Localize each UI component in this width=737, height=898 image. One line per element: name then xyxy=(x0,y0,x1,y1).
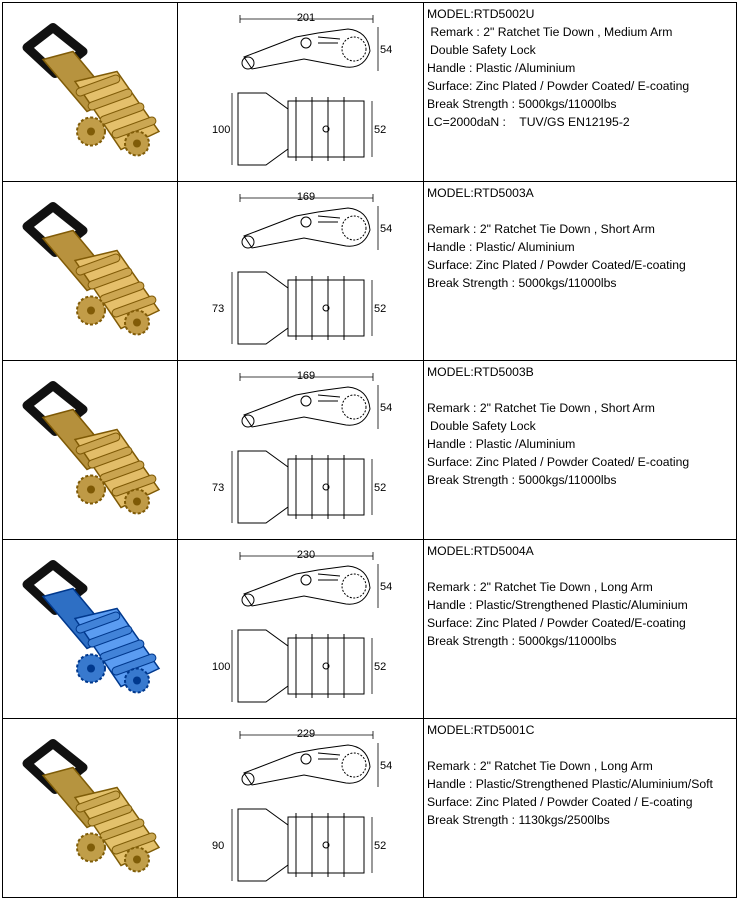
ratchet-buckle-photo-icon xyxy=(22,739,161,873)
length-dimension: 169 xyxy=(297,191,315,203)
product-row: 169 54 73 52 MODEL:RTD5003A Remark : 2" Ratch… xyxy=(2,181,737,361)
width-dimension: 73 xyxy=(212,482,224,494)
spec-line: Surface: Zinc Plated / Powder Coated/ E-… xyxy=(427,79,690,93)
height-dimension: 54 xyxy=(380,223,392,235)
product-spec-cell: MODEL:RTD5004A Remark : 2" Ratchet Tie Do… xyxy=(423,539,737,719)
length-dimension: 229 xyxy=(297,728,315,740)
spec-line: Break Strength : 5000kgs/11000lbs xyxy=(427,276,617,290)
spec-line xyxy=(427,560,734,578)
spec-line: LC=2000daN : TUV/GS EN12195-2 xyxy=(427,115,630,129)
product-spec-cell: MODEL:RTD5003B Remark : 2" Ratchet Tie Do… xyxy=(423,360,737,540)
width-dimension: 90 xyxy=(212,840,224,852)
side-view: 229 54 xyxy=(239,728,392,787)
product-row: 201 54 100 52 MODEL:RTD5002U Remark : 2" Rat… xyxy=(2,2,737,182)
web-dimension: 52 xyxy=(374,661,386,673)
spec-line: Break Strength : 1130kgs/2500lbs xyxy=(427,813,610,827)
spec-line xyxy=(427,202,734,220)
technical-drawing: 169 54 73 52 xyxy=(212,370,392,524)
top-view: 73 52 xyxy=(212,450,386,524)
web-dimension: 52 xyxy=(374,840,386,852)
product-photo-cell xyxy=(2,181,178,361)
ratchet-buckle-photo-icon xyxy=(22,381,161,515)
side-view: 169 54 xyxy=(239,370,392,429)
product-row: 230 54 100 52 MODEL:RTD5004A Remark : 2" Ratc… xyxy=(2,539,737,719)
product-photo-cell xyxy=(2,360,178,540)
product-photo-cell xyxy=(2,539,178,719)
side-view: 201 54 xyxy=(239,12,392,71)
spec-line xyxy=(427,739,734,757)
product-drawing-cell: 201 54 100 52 xyxy=(177,2,424,182)
spec-line: Double Safety Lock xyxy=(430,43,536,57)
technical-drawing: 201 54 100 52 xyxy=(212,12,392,166)
model-number: MODEL:RTD5003B xyxy=(427,365,534,379)
top-view: 100 52 xyxy=(212,92,386,166)
width-dimension: 100 xyxy=(212,124,230,136)
spec-line: Remark : 2" Ratchet Tie Down , Short Arm xyxy=(427,222,655,236)
spec-line: Double Safety Lock xyxy=(430,419,536,433)
product-spec-cell: MODEL:RTD5001C Remark : 2" Ratchet Tie Do… xyxy=(423,718,737,898)
web-dimension: 52 xyxy=(374,124,386,136)
width-dimension: 100 xyxy=(212,661,230,673)
product-drawing-cell: 230 54 100 52 xyxy=(177,539,424,719)
side-view: 230 54 xyxy=(239,549,392,608)
length-dimension: 230 xyxy=(297,549,315,561)
product-drawing-cell: 169 54 73 52 xyxy=(177,360,424,540)
model-number: MODEL:RTD5004A xyxy=(427,544,534,558)
spec-line: Break Strength : 5000kgs/11000lbs xyxy=(427,634,617,648)
ratchet-buckle-photo-icon xyxy=(22,560,161,694)
model-number: MODEL:RTD5001C xyxy=(427,723,535,737)
width-dimension: 73 xyxy=(212,303,224,315)
spec-line: Remark : 2" Ratchet Tie Down , Medium Ar… xyxy=(427,25,673,39)
spec-line: Remark : 2" Ratchet Tie Down , Short Arm xyxy=(427,401,655,415)
spec-line: Remark : 2" Ratchet Tie Down , Long Arm xyxy=(427,759,653,773)
web-dimension: 52 xyxy=(374,482,386,494)
spec-line: Break Strength : 5000kgs/11000lbs xyxy=(427,473,617,487)
product-row: 169 54 73 52 MODEL:RTD5003B Remark : 2" Ratch… xyxy=(2,360,737,540)
spec-line: Surface: Zinc Plated / Powder Coated/ E-… xyxy=(427,455,690,469)
web-dimension: 52 xyxy=(374,303,386,315)
spec-line: Surface: Zinc Plated / Powder Coated/E-c… xyxy=(427,258,686,272)
product-spec-cell: MODEL:RTD5002U Remark : 2" Ratchet Tie D… xyxy=(423,2,737,182)
product-spec-cell: MODEL:RTD5003A Remark : 2" Ratchet Tie Do… xyxy=(423,181,737,361)
spec-line: Surface: Zinc Plated / Powder Coated / E… xyxy=(427,795,693,809)
ratchet-buckle-photo-icon xyxy=(22,202,161,336)
length-dimension: 201 xyxy=(297,12,315,24)
spec-line: Break Strength : 5000kgs/11000lbs xyxy=(427,97,617,111)
length-dimension: 169 xyxy=(297,370,315,382)
height-dimension: 54 xyxy=(380,581,392,593)
technical-drawing: 169 54 73 52 xyxy=(212,191,392,345)
model-number: MODEL:RTD5002U xyxy=(427,7,535,21)
side-view: 169 54 xyxy=(239,191,392,250)
spec-line: Handle : Plastic /Aluminium xyxy=(427,61,576,75)
product-photo-cell xyxy=(2,718,178,898)
height-dimension: 54 xyxy=(380,760,392,772)
spec-line xyxy=(427,381,734,399)
product-photo-cell xyxy=(2,2,178,182)
model-number: MODEL:RTD5003A xyxy=(427,186,534,200)
height-dimension: 54 xyxy=(380,44,392,56)
spec-line: Handle : Plastic/Strengthened Plastic/Al… xyxy=(427,598,688,612)
ratchet-buckle-photo-icon xyxy=(22,23,161,157)
spec-line: Handle : Plastic/ Aluminium xyxy=(427,240,575,254)
spec-line: Remark : 2" Ratchet Tie Down , Long Arm xyxy=(427,580,653,594)
technical-drawing: 230 54 100 52 xyxy=(212,549,392,703)
height-dimension: 54 xyxy=(380,402,392,414)
technical-drawing: 229 54 90 52 xyxy=(212,728,392,882)
product-row: 229 54 90 52 MODEL:RTD5001C Remark : 2" Ratch… xyxy=(2,718,737,898)
top-view: 73 52 xyxy=(212,271,386,345)
product-drawing-cell: 169 54 73 52 xyxy=(177,181,424,361)
top-view: 100 52 xyxy=(212,629,386,703)
spec-line: Handle : Plastic /Aluminium xyxy=(427,437,576,451)
top-view: 90 52 xyxy=(212,808,386,882)
spec-line: Handle : Plastic/Strengthened Plastic/Al… xyxy=(427,777,713,791)
product-drawing-cell: 229 54 90 52 xyxy=(177,718,424,898)
spec-line: Surface: Zinc Plated / Powder Coated/E-c… xyxy=(427,616,686,630)
